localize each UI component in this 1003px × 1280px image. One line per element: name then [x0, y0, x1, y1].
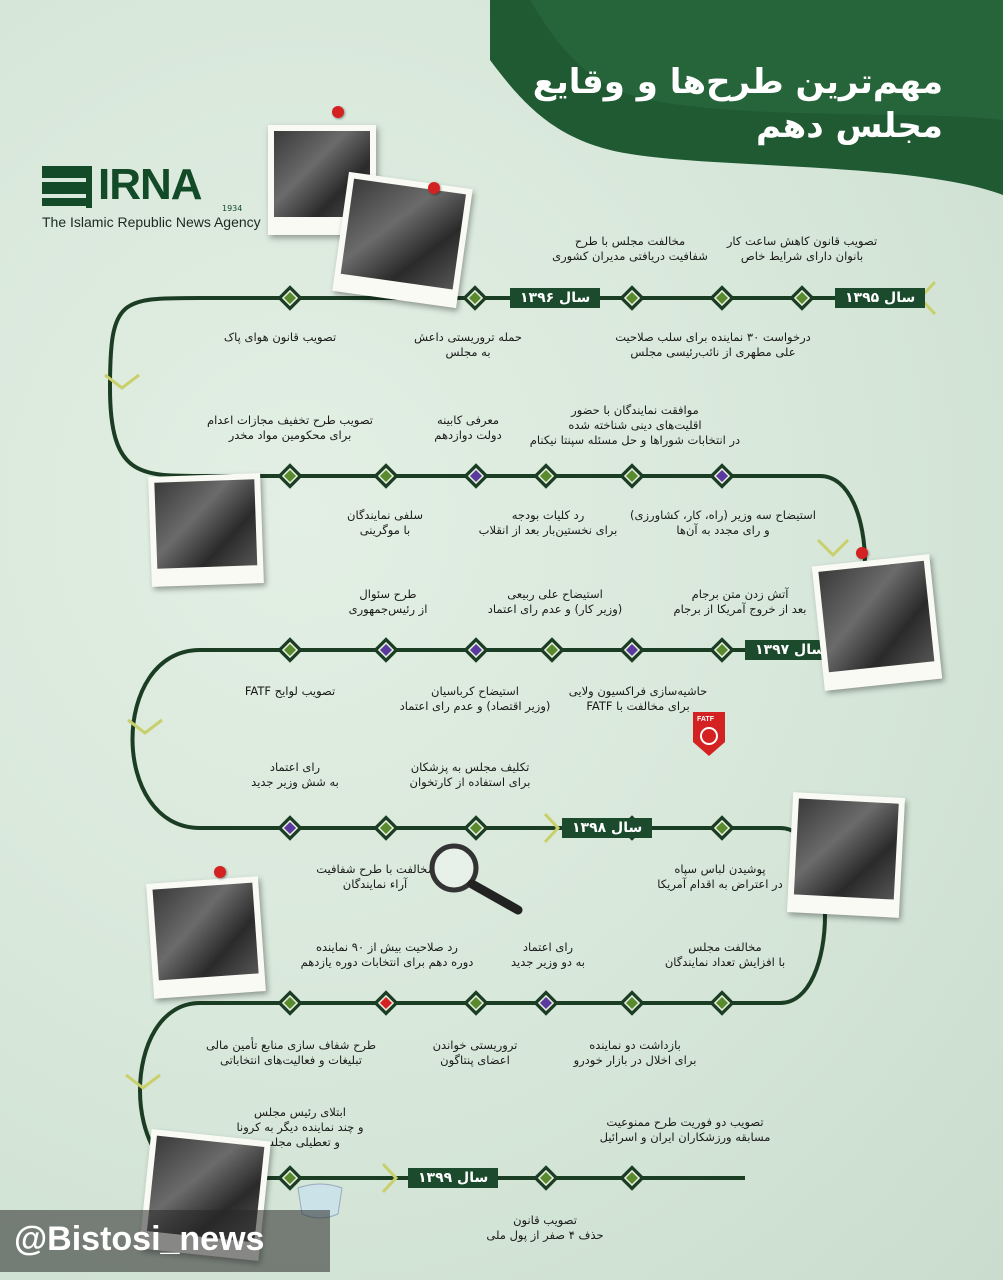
timeline-node-core [377, 819, 395, 837]
timeline-node-core [281, 289, 299, 307]
timeline-node-core [537, 994, 555, 1012]
list-item: تصویب قانون هوای پاک [223, 330, 337, 344]
list-item: استیضاح سه وزیر (راه، کار، کشاورزی)و رای… [629, 508, 816, 537]
timeline-node-core [377, 467, 395, 485]
magnifier-icon [429, 843, 523, 915]
year-label-1398: سال ۱۳۹۸ [562, 818, 653, 838]
chevron-down-icon [104, 373, 140, 390]
timeline-node-core [281, 994, 299, 1012]
timeline-node-core [377, 994, 395, 1012]
photo-burning-deal [811, 554, 943, 691]
timeline-node-core [793, 289, 811, 307]
timeline-node-core [623, 289, 641, 307]
timeline-node-core [623, 467, 641, 485]
timeline-node-core [623, 1169, 641, 1187]
header-banner [490, 0, 1003, 195]
chevron-down-icon [816, 538, 850, 558]
brand-tagline: The Islamic Republic News Agency [42, 214, 261, 230]
timeline-node-core [467, 994, 485, 1012]
pin-icon [428, 182, 440, 194]
year-label-1395: سال ۱۳۹۵ [835, 288, 926, 308]
chevron-down-icon [127, 718, 163, 735]
chevron-down-icon [125, 1073, 161, 1090]
chevron-right-icon [381, 1162, 399, 1194]
timeline-node-core [466, 289, 484, 307]
fatf-logo-icon [693, 712, 725, 756]
timeline-node-core [623, 994, 641, 1012]
list-item: تصویب لوایح FATF [244, 684, 336, 698]
page-subtitle: مجلس دهم [755, 106, 943, 146]
timeline-node-core [467, 641, 485, 659]
list-item: استیضاح علی ربیعی(وزیر کار) و عدم رای اع… [487, 587, 623, 616]
year-label-1397: سال ۱۳۹۷ [745, 640, 836, 660]
timeline-node-core [543, 641, 561, 659]
timeline-node-core [713, 467, 731, 485]
pin-icon [856, 547, 868, 559]
timeline-node-core [281, 819, 299, 837]
photo-selfie [148, 473, 264, 587]
brand-name: IRNA [98, 160, 203, 209]
timeline-node-core [537, 467, 555, 485]
timeline-node-core [281, 467, 299, 485]
pin-icon [214, 866, 226, 878]
timeline-node-core [537, 1169, 555, 1187]
pin-icon [332, 106, 344, 118]
timeline-node-core [623, 641, 641, 659]
timeline-node-core [467, 467, 485, 485]
timeline-node-core [467, 819, 485, 837]
watermark: @Bistosi_news [0, 1210, 330, 1272]
chevron-right-icon [543, 812, 561, 844]
list-item: استیضاح کرباسیان(وزیر اقتصاد) و عدم رای … [399, 684, 551, 713]
fatf-badge-text: FATF [697, 716, 714, 723]
year-label-1396: سال ۱۳۹۶ [510, 288, 601, 308]
year-label-1399: سال ۱۳۹۹ [408, 1168, 499, 1188]
timeline-node-core [713, 994, 731, 1012]
photo-disqualification [146, 876, 266, 999]
timeline-node-core [281, 1169, 299, 1187]
brand-year: 1934 [222, 204, 243, 213]
irna-logo-icon [42, 166, 92, 208]
timeline-node-core [377, 641, 395, 659]
timeline-node-core [713, 641, 731, 659]
timeline-node-core [713, 289, 731, 307]
page-title: مهم‌ترین طرح‌ها و وقایع [532, 62, 943, 102]
photo-uniforms [786, 792, 906, 918]
photo-parliament-1 [332, 171, 473, 309]
timeline-node-core [713, 819, 731, 837]
timeline-node-core [281, 641, 299, 659]
